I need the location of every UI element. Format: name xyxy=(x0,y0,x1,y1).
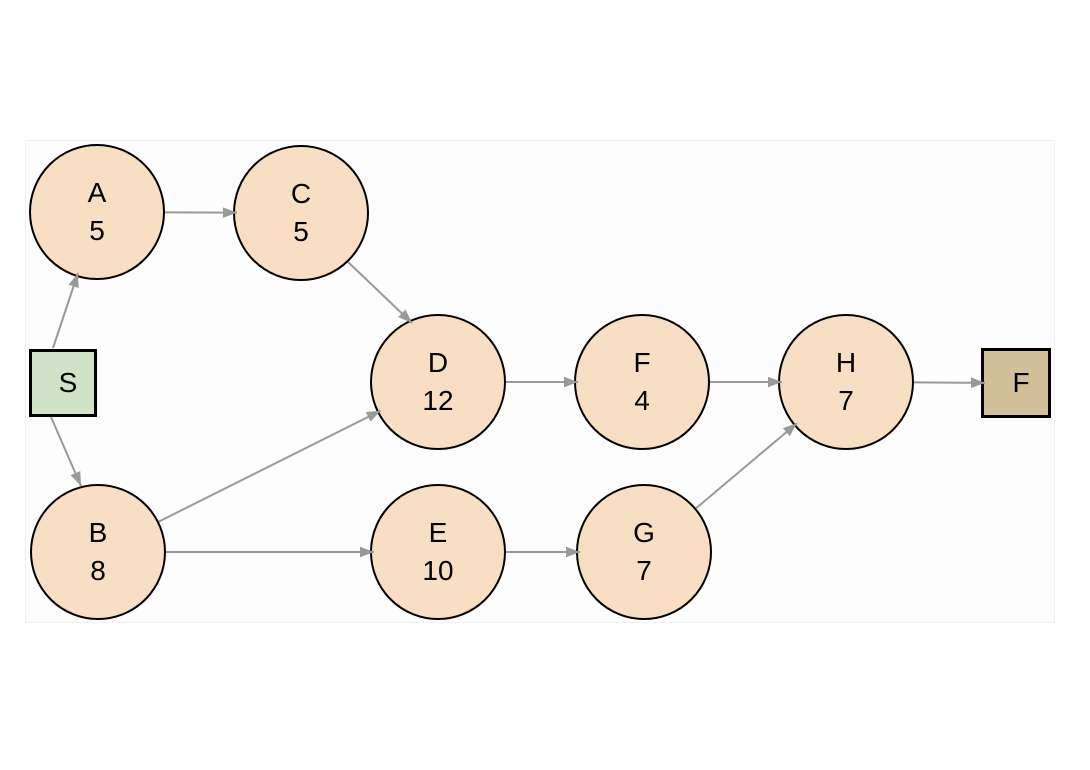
node-label: G xyxy=(633,517,655,548)
node-value: 12 xyxy=(422,385,454,416)
node-label: D xyxy=(427,347,449,378)
node-e[interactable]: E 10 xyxy=(370,484,506,620)
node-value: 7 xyxy=(838,385,854,416)
node-label: F xyxy=(633,347,651,378)
node-value: 4 xyxy=(634,385,650,416)
node-label: A xyxy=(87,177,107,208)
node-value: 5 xyxy=(293,216,309,247)
node-label: S xyxy=(58,367,78,398)
node-label: H xyxy=(835,347,857,378)
node-label: E xyxy=(428,517,448,548)
node-s[interactable]: S xyxy=(29,349,97,417)
node-label: F xyxy=(1012,367,1030,398)
node-value: 7 xyxy=(636,555,652,586)
node-value: 8 xyxy=(90,555,106,586)
node-value: 10 xyxy=(422,555,454,586)
node-f-final[interactable]: F xyxy=(981,348,1051,418)
node-value: 5 xyxy=(89,215,105,246)
node-d[interactable]: D 12 xyxy=(370,314,506,450)
node-label: B xyxy=(88,517,108,548)
node-label: C xyxy=(290,178,312,209)
